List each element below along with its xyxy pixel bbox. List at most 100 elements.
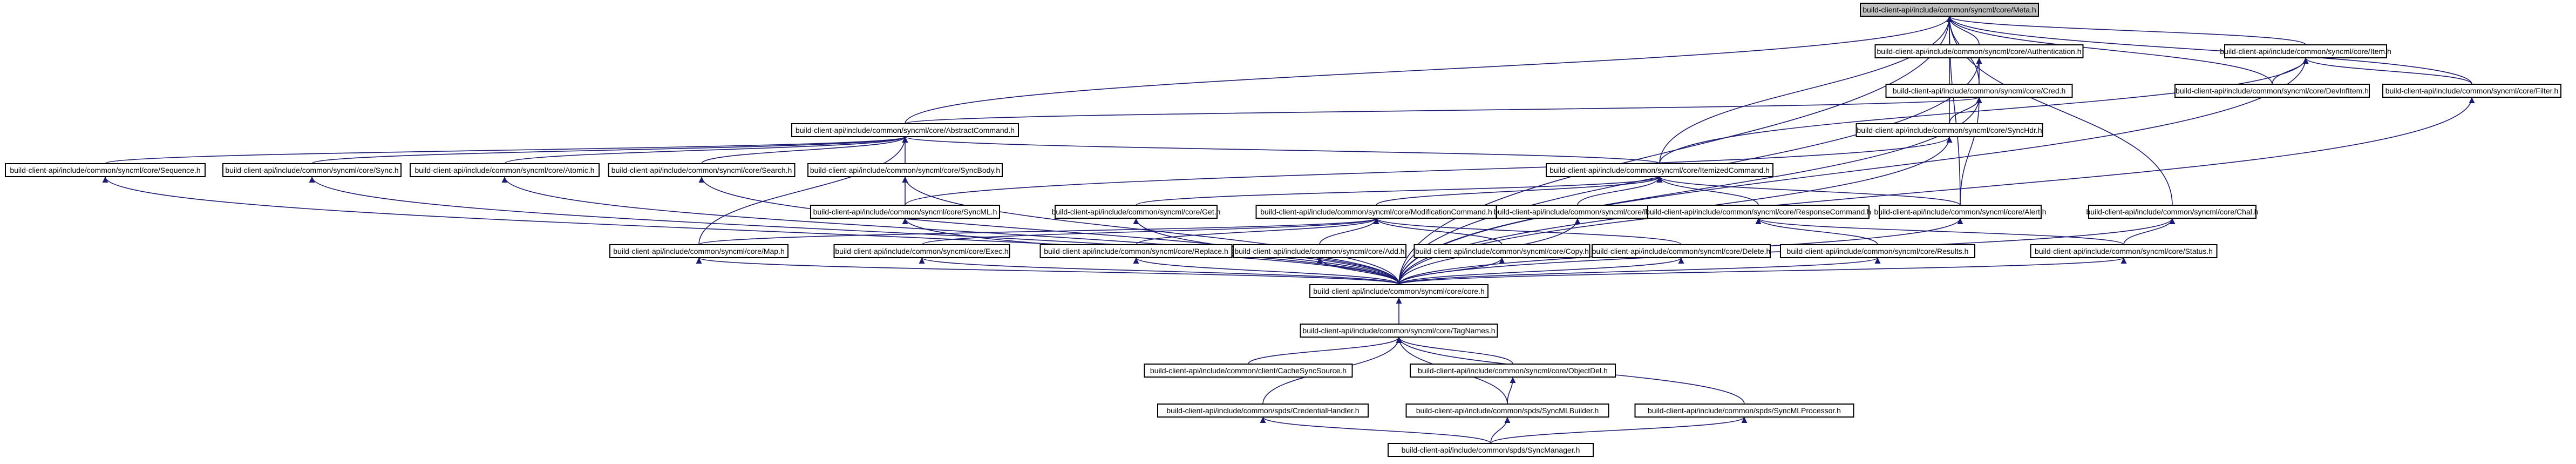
graph-node-put[interactable]: build-client-api/include/common/syncml/c…	[1493, 205, 1662, 219]
graph-node-tagnames[interactable]: build-client-api/include/common/syncml/c…	[1300, 324, 1498, 338]
edge-layer	[102, 16, 2475, 444]
graph-node-core[interactable]: build-client-api/include/common/syncml/c…	[1309, 284, 1488, 298]
node-box-search	[608, 163, 796, 177]
include-edge-cachesync-to-tagnames	[1248, 337, 1402, 365]
graph-node-syncbody[interactable]: build-client-api/include/common/syncml/c…	[807, 163, 1003, 177]
node-box-cachesync	[1144, 364, 1353, 378]
include-edge-syncml-to-synchdr	[905, 136, 1953, 206]
graph-node-itemizedcmd[interactable]: build-client-api/include/common/syncml/c…	[1546, 163, 1773, 177]
node-box-auth	[1874, 44, 2084, 58]
graph-node-search[interactable]: build-client-api/include/common/syncml/c…	[608, 163, 796, 177]
node-box-replace	[1039, 244, 1233, 258]
include-edge-core-to-atomic	[501, 176, 1399, 285]
include-edge-status-to-respcmd	[1755, 218, 2124, 245]
graph-node-sync[interactable]: build-client-api/include/common/syncml/c…	[222, 163, 402, 177]
node-label-status: build-client-api/include/common/syncml/c…	[2035, 247, 2213, 255]
graph-node-delete[interactable]: build-client-api/include/common/syncml/c…	[1592, 244, 1771, 258]
include-edge-core-to-delete	[1398, 257, 1684, 285]
graph-node-syncml[interactable]: build-client-api/include/common/syncml/c…	[810, 205, 1000, 219]
node-box-itemizedcmd	[1546, 163, 1773, 177]
node-label-put: build-client-api/include/common/syncml/c…	[1493, 207, 1661, 216]
graph-node-chal[interactable]: build-client-api/include/common/syncml/c…	[2086, 205, 2259, 219]
node-box-chal	[2088, 205, 2256, 219]
include-edge-alert-to-itemizedcmd	[1656, 176, 1961, 206]
include-edge-core-to-sync	[309, 176, 1399, 285]
graph-node-map[interactable]: build-client-api/include/common/syncml/c…	[609, 244, 789, 258]
node-box-sequence	[5, 163, 206, 177]
graph-node-sequence[interactable]: build-client-api/include/common/syncml/c…	[5, 163, 206, 177]
graph-node-add[interactable]: build-client-api/include/common/syncml/c…	[1233, 244, 1406, 258]
node-box-abstractcmd	[791, 123, 1019, 137]
graph-node-respcmd[interactable]: build-client-api/include/common/syncml/c…	[1646, 205, 1871, 219]
graph-node-results[interactable]: build-client-api/include/common/syncml/c…	[1780, 244, 1975, 258]
node-label-itemizedcmd: build-client-api/include/common/syncml/c…	[1549, 166, 1770, 174]
node-box-cred	[1885, 84, 2073, 98]
node-box-devinfitem	[2174, 84, 2370, 98]
graph-node-synchdr[interactable]: build-client-api/include/common/syncml/c…	[1855, 123, 2043, 137]
include-edge-core-to-exec	[919, 257, 1399, 285]
node-label-copy: build-client-api/include/common/syncml/c…	[1415, 247, 1589, 255]
node-label-core: build-client-api/include/common/syncml/c…	[1313, 287, 1484, 295]
graph-node-cachesync[interactable]: build-client-api/include/common/client/C…	[1144, 364, 1353, 378]
include-edge-exec-to-modcmd	[921, 218, 1379, 245]
graph-node-abstractcmd[interactable]: build-client-api/include/common/syncml/c…	[791, 123, 1019, 137]
graph-node-copy[interactable]: build-client-api/include/common/syncml/c…	[1413, 244, 1591, 258]
node-label-alert: build-client-api/include/common/syncml/c…	[1874, 207, 2046, 216]
node-box-objectdel	[1410, 364, 1616, 378]
graph-node-get[interactable]: build-client-api/include/common/syncml/c…	[1052, 205, 1221, 219]
node-label-objectdel: build-client-api/include/common/syncml/c…	[1418, 366, 1608, 375]
node-label-smlprocessor: build-client-api/include/common/spds/Syn…	[1648, 406, 1841, 415]
graph-node-replace[interactable]: build-client-api/include/common/syncml/c…	[1039, 244, 1233, 258]
graph-node-modcmd[interactable]: build-client-api/include/common/syncml/c…	[1255, 205, 1497, 219]
graph-node-exec[interactable]: build-client-api/include/common/syncml/c…	[833, 244, 1010, 258]
include-edge-replace-to-modcmd	[1136, 218, 1379, 245]
graph-node-credhandler[interactable]: build-client-api/include/common/spds/Cre…	[1157, 404, 1369, 418]
node-box-copy	[1413, 244, 1591, 258]
node-box-map	[609, 244, 789, 258]
graph-node-smlbuilder[interactable]: build-client-api/include/common/spds/Syn…	[1405, 404, 1609, 418]
node-label-replace: build-client-api/include/common/syncml/c…	[1044, 247, 1228, 255]
node-label-search: build-client-api/include/common/syncml/c…	[611, 166, 792, 174]
graph-node-devinfitem[interactable]: build-client-api/include/common/syncml/c…	[2174, 84, 2370, 98]
node-label-syncmanager: build-client-api/include/common/spds/Syn…	[1402, 446, 1580, 454]
include-edge-core-to-copy	[1398, 257, 1505, 285]
node-box-meta	[1860, 3, 2039, 17]
graph-node-syncmanager[interactable]: build-client-api/include/common/spds/Syn…	[1388, 443, 1594, 457]
include-edge-map-to-modcmd	[698, 218, 1379, 245]
graph-node-cred[interactable]: build-client-api/include/common/syncml/c…	[1885, 84, 2073, 98]
graph-node-status[interactable]: build-client-api/include/common/syncml/c…	[2030, 244, 2218, 258]
include-edge-map-to-abstractcmd	[698, 136, 908, 245]
node-box-filter	[2382, 84, 2561, 98]
include-edge-delete-to-modcmd	[1373, 218, 1682, 245]
node-label-chal: build-client-api/include/common/syncml/c…	[2086, 207, 2258, 216]
node-box-get	[1055, 205, 1218, 219]
node-box-status	[2030, 244, 2218, 258]
node-box-core	[1309, 284, 1488, 298]
include-edge-modcmd-to-itemizedcmd	[1376, 176, 1663, 206]
graph-node-smlprocessor[interactable]: build-client-api/include/common/spds/Syn…	[1634, 404, 1854, 418]
include-edge-objectdel-to-tagnames	[1396, 337, 1513, 365]
graph-node-auth[interactable]: build-client-api/include/common/syncml/c…	[1874, 44, 2084, 58]
include-edge-abstractcmd-to-meta	[905, 16, 1953, 124]
include-edge-filter-to-meta	[1946, 16, 2472, 85]
graph-node-alert[interactable]: build-client-api/include/common/syncml/c…	[1874, 205, 2047, 219]
include-edge-status-to-chal	[2123, 218, 2176, 245]
node-label-add: build-client-api/include/common/syncml/c…	[1234, 247, 1404, 255]
include-edge-devinfitem-to-meta	[1946, 16, 2273, 85]
node-label-filter: build-client-api/include/common/syncml/c…	[2385, 86, 2559, 95]
node-label-item: build-client-api/include/common/syncml/c…	[2220, 47, 2391, 56]
node-label-cachesync: build-client-api/include/common/client/C…	[1150, 366, 1347, 375]
node-box-syncml	[810, 205, 1000, 219]
graph-node-filter[interactable]: build-client-api/include/common/syncml/c…	[2382, 84, 2561, 98]
node-box-exec	[833, 244, 1010, 258]
graph-node-objectdel[interactable]: build-client-api/include/common/syncml/c…	[1410, 364, 1616, 378]
graph-node-meta[interactable]: build-client-api/include/common/syncml/c…	[1860, 3, 2039, 17]
graph-node-atomic[interactable]: build-client-api/include/common/syncml/c…	[410, 163, 600, 177]
graph-node-item[interactable]: build-client-api/include/common/syncml/c…	[2220, 44, 2391, 58]
node-label-map: build-client-api/include/common/syncml/c…	[613, 247, 784, 255]
include-edge-itemizedcmd-to-item	[1659, 57, 2309, 164]
node-box-smlbuilder	[1405, 404, 1609, 418]
node-box-respcmd	[1647, 205, 1870, 219]
